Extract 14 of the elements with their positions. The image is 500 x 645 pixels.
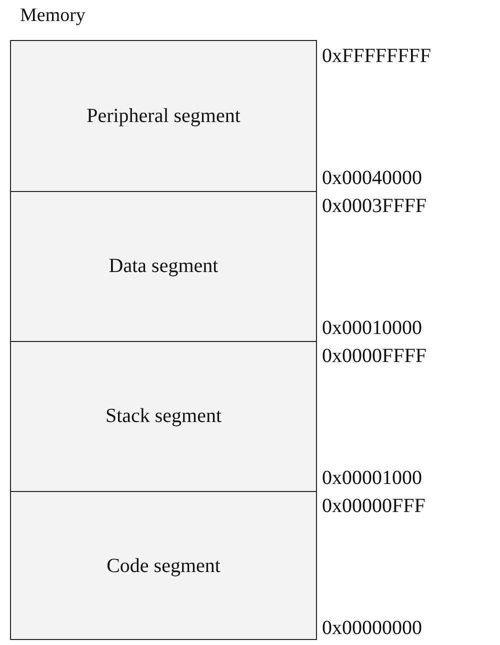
memory-heading: Memory [20, 6, 86, 25]
address-label: 0x00010000 [322, 318, 422, 338]
memory-map-box [10, 40, 317, 640]
address-label: 0x00040000 [322, 168, 422, 188]
address-label: 0x0000FFFF [322, 346, 426, 366]
segment-label: Code segment [106, 555, 220, 578]
address-label: 0x0003FFFF [322, 196, 426, 216]
segment-label: Data segment [108, 255, 218, 278]
address-label: 0x00000000 [322, 618, 422, 638]
address-label: 0x00000FFF [322, 496, 426, 516]
address-label: 0xFFFFFFFF [322, 46, 431, 66]
segment-label: Peripheral segment [86, 104, 240, 128]
segment-label: Stack segment [105, 405, 222, 428]
address-label: 0x00001000 [322, 468, 422, 488]
